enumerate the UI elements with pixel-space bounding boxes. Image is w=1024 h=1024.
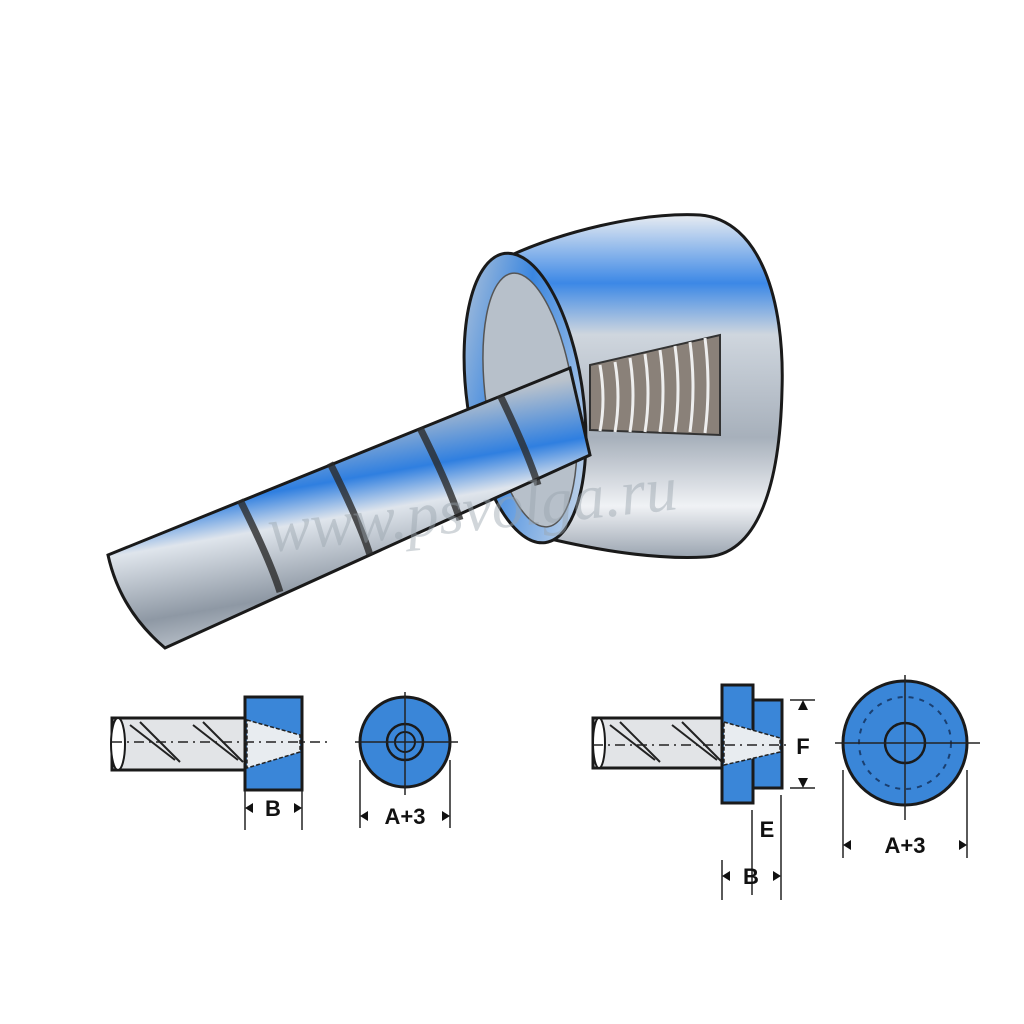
diagram-right: F E B A+3 xyxy=(591,675,980,900)
label-a3-left: A+3 xyxy=(385,804,426,829)
label-e: E xyxy=(760,817,775,842)
label-a3-right: A+3 xyxy=(885,833,926,858)
diagram-left: B A+3 xyxy=(110,692,458,830)
threaded-cone xyxy=(589,333,721,437)
label-b-right: B xyxy=(743,864,759,889)
rebar-3d xyxy=(106,365,592,650)
label-b-left: B xyxy=(265,796,281,821)
label-f: F xyxy=(796,734,809,759)
